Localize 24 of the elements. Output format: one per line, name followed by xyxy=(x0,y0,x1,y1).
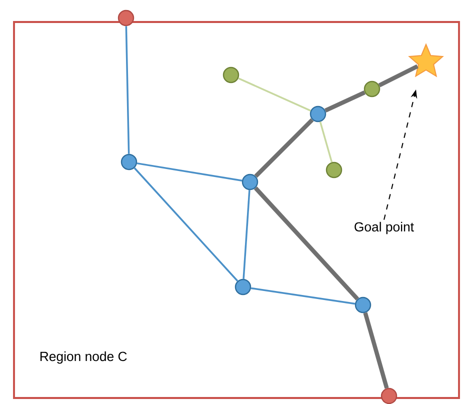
goal-label: Goal point xyxy=(354,222,414,234)
connector-line xyxy=(136,162,242,182)
connector-line xyxy=(238,78,311,112)
point-circle xyxy=(118,10,134,26)
point-circle xyxy=(242,174,258,190)
point-circle xyxy=(354,296,372,314)
point-circle xyxy=(234,278,252,296)
connector-line xyxy=(319,122,333,162)
connector-line xyxy=(242,190,250,279)
point-circle xyxy=(364,80,380,98)
connector-line xyxy=(125,26,130,154)
point-circle xyxy=(222,66,240,84)
connector-line xyxy=(363,312,389,389)
region-box xyxy=(13,21,460,399)
point-circle xyxy=(380,388,398,404)
point-circle xyxy=(326,162,342,178)
connector-line xyxy=(250,287,356,305)
point-circle xyxy=(310,106,326,122)
connector-line xyxy=(134,167,238,282)
region-label: Region node C xyxy=(40,351,127,364)
connector-line xyxy=(254,186,360,300)
point-circle xyxy=(120,154,138,170)
connector-line xyxy=(324,90,366,112)
connector-line xyxy=(254,118,314,178)
